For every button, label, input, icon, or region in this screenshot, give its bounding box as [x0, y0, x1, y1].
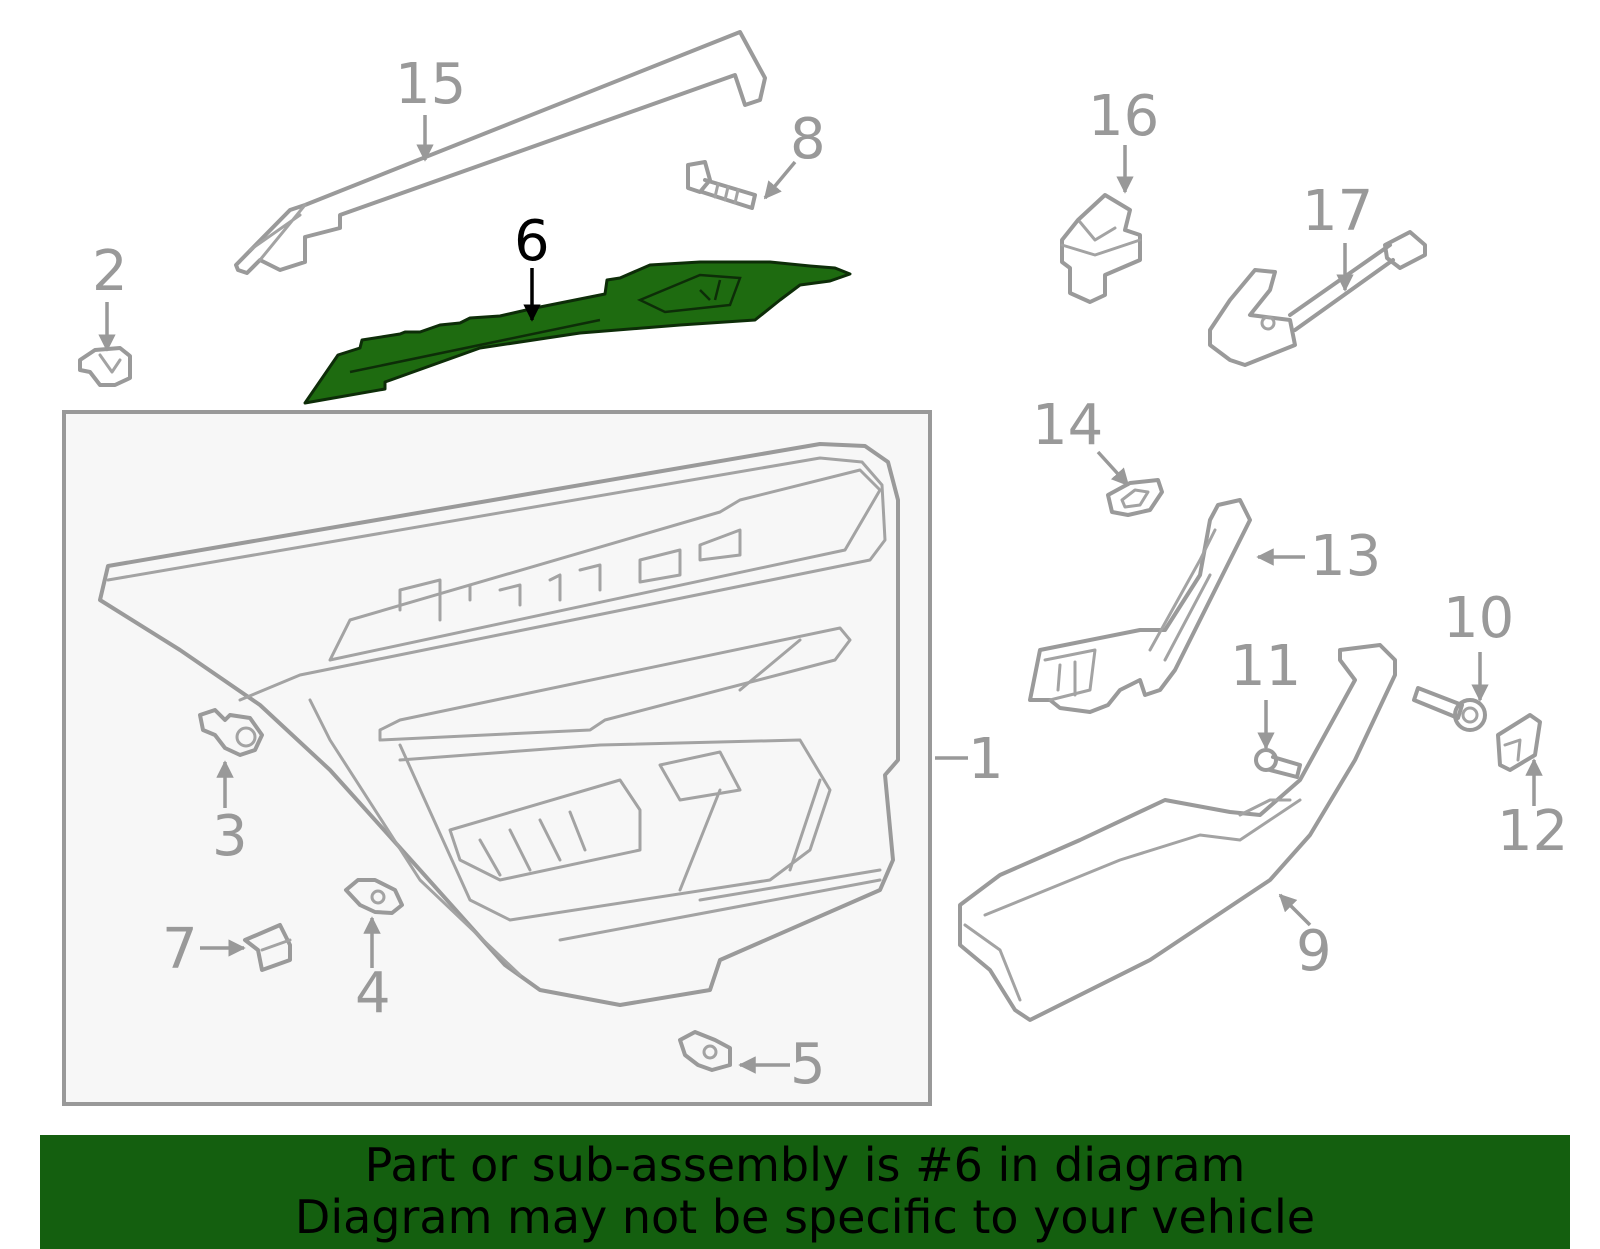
part-5-clip — [678, 1030, 732, 1072]
part-15-upper-trim — [234, 30, 767, 275]
part-7-clip — [243, 923, 292, 972]
callout-1: 1 — [968, 727, 1004, 792]
part-6-highlighted — [303, 260, 852, 405]
banner-line-1: Part or sub-assembly is #6 in diagram — [364, 1138, 1246, 1192]
callout-15: 15 — [395, 52, 466, 117]
leader-lines — [98, 115, 1543, 1074]
callout-5: 5 — [790, 1032, 826, 1097]
callout-13: 13 — [1310, 524, 1381, 589]
part-2-clip — [78, 346, 132, 387]
part-16-switch — [1060, 193, 1142, 304]
part-17-latch — [1208, 230, 1427, 367]
callout-12: 12 — [1497, 799, 1568, 864]
part-12-clip — [1496, 713, 1542, 772]
part-8-bolt — [686, 160, 757, 210]
callout-9: 9 — [1296, 919, 1332, 984]
callout-17: 17 — [1302, 179, 1373, 244]
part-14-grommet — [1106, 478, 1164, 517]
part-10-bolt — [1412, 686, 1487, 732]
banner-line-2: Diagram may not be specific to your vehi… — [294, 1190, 1316, 1244]
callout-6: 6 — [514, 209, 550, 274]
callout-4: 4 — [355, 961, 391, 1026]
part-13-bracket — [1028, 498, 1252, 714]
part-1-door-trim-panel — [98, 442, 900, 1007]
callout-8: 8 — [790, 107, 826, 172]
part-4-clip — [344, 878, 404, 915]
part-11-screw — [1254, 748, 1302, 779]
callout-labels: 15 8 6 2 16 17 14 13 10 11 1 12 3 9 7 4 … — [92, 52, 1568, 1097]
part-3-clip — [198, 708, 264, 757]
door-panel-box — [62, 410, 932, 1106]
callout-16: 16 — [1088, 84, 1159, 149]
callout-2: 2 — [92, 239, 128, 304]
callout-14: 14 — [1032, 393, 1103, 458]
callout-10: 10 — [1443, 586, 1514, 651]
callout-3: 3 — [212, 804, 248, 869]
callout-11: 11 — [1230, 634, 1301, 699]
part-6-shape — [303, 260, 852, 405]
part-9-armrest — [958, 643, 1397, 1022]
callout-7: 7 — [162, 917, 198, 982]
info-banner: Part or sub-assembly is #6 in diagram Di… — [40, 1135, 1570, 1249]
